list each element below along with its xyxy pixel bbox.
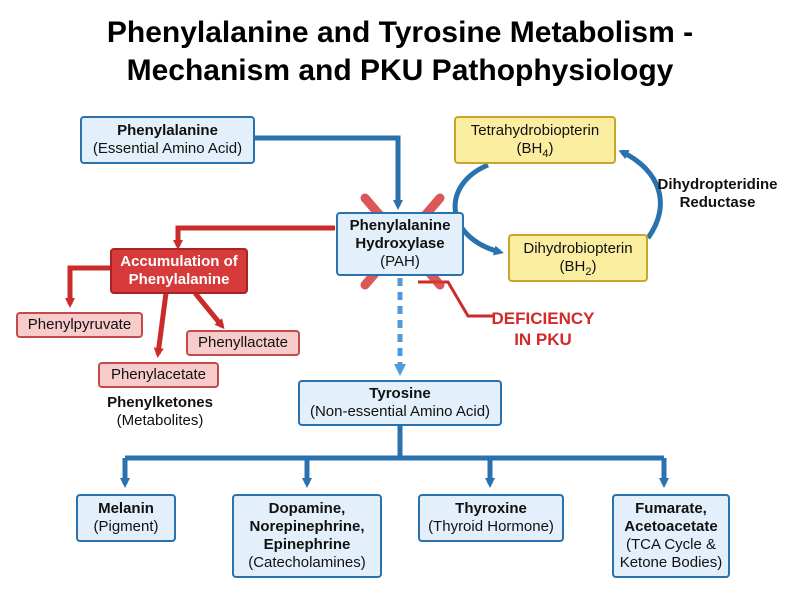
arrow-to-phenylpyruvate	[65, 265, 110, 308]
node-label: Dopamine,	[268, 500, 346, 517]
node-label: Acetoacetate	[624, 518, 718, 535]
label-phenylketones: Phenylketones (Metabolites)	[107, 394, 213, 429]
node-pah: Phenylalanine Hydroxylase (PAH)	[336, 212, 464, 276]
node-label: Fumarate,	[635, 500, 707, 517]
arrow-phe-to-pah	[255, 135, 403, 210]
node-label: Dihydrobiopterin	[523, 240, 633, 257]
arrow-bh4-to-bh2	[452, 162, 504, 256]
node-bh4: Tetrahydrobiopterin (BH4)	[454, 116, 616, 164]
arrow-bh2-to-bh4	[618, 149, 663, 240]
enzyme-label-dhpr: Dihydropteridine Reductase	[657, 176, 778, 211]
node-label: Hydroxylase	[355, 235, 445, 252]
node-desc: (PAH)	[380, 253, 420, 270]
node-desc: (Pigment)	[93, 518, 159, 535]
node-desc: Ketone Bodies)	[619, 554, 723, 571]
node-melanin: Melanin (Pigment)	[76, 494, 176, 542]
arrow-pah-to-accumulation	[173, 225, 335, 250]
title-line-2: Mechanism and PKU Pathophysiology	[126, 54, 674, 87]
node-phenylacetate: Phenylacetate	[98, 362, 219, 388]
node-abbr: (BH4)	[516, 140, 554, 160]
node-thyroxine: Thyroxine (Thyroid Hormone)	[418, 494, 564, 542]
node-abbr: (BH2)	[559, 258, 597, 278]
node-label: Phenylalanine	[128, 271, 230, 288]
node-label: Norepinephrine,	[249, 518, 365, 535]
arrow-to-phenyllactate	[193, 291, 225, 330]
node-label: Tetrahydrobiopterin	[470, 122, 600, 139]
node-phenyllactate: Phenyllactate	[186, 330, 300, 356]
node-desc: (TCA Cycle &	[625, 536, 716, 553]
node-desc: (Non-essential Amino Acid)	[309, 403, 491, 420]
node-catecholamines: Dopamine, Norepinephrine, Epinephrine (C…	[232, 494, 382, 578]
node-label: Melanin	[98, 500, 154, 517]
node-desc: (Essential Amino Acid)	[92, 140, 243, 157]
node-label: Phenylalanine	[349, 217, 451, 234]
node-label: Epinephrine	[263, 536, 351, 553]
node-fumarate: Fumarate, Acetoacetate (TCA Cycle & Keto…	[612, 494, 730, 578]
node-phenylalanine: Phenylalanine (Essential Amino Acid)	[80, 116, 255, 164]
arrow-to-phenylacetate	[153, 292, 169, 358]
node-bh2: Dihydrobiopterin (BH2)	[508, 234, 648, 282]
node-label: Phenylalanine	[117, 122, 218, 139]
node-label: Accumulation of	[120, 253, 238, 270]
node-tyrosine: Tyrosine (Non-essential Amino Acid)	[298, 380, 502, 426]
node-accumulation: Accumulation of Phenylalanine	[110, 248, 248, 294]
title-line-1: Phenylalanine and Tyrosine Metabolism -	[106, 16, 694, 49]
node-label: Thyroxine	[455, 500, 527, 517]
node-label: Tyrosine	[369, 385, 431, 402]
page-title: Phenylalanine and Tyrosine Metabolism - …	[0, 14, 800, 90]
node-desc: (Thyroid Hormone)	[428, 518, 554, 535]
node-desc: (Catecholamines)	[248, 554, 366, 571]
node-phenylpyruvate: Phenylpyruvate	[16, 312, 143, 338]
deficiency-label: DEFICIENCY IN PKU	[491, 309, 595, 349]
